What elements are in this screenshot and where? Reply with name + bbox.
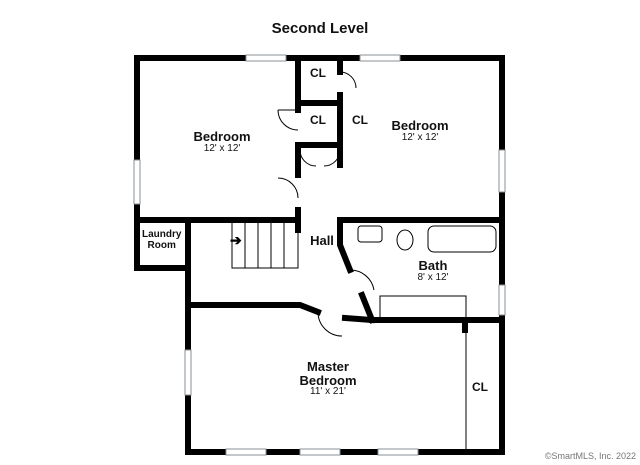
door-swing-left-closet	[277, 109, 299, 131]
room-label-bath: Bath 8' x 12'	[403, 259, 463, 283]
closet-label-bedroom: CL	[352, 113, 368, 127]
wall-bath-diag	[358, 291, 376, 324]
laundry-line1: Laundry	[142, 229, 182, 240]
room-dims: 8' x 12'	[417, 271, 449, 283]
window	[133, 159, 141, 205]
room-label-laundry: Laundry Room	[142, 229, 181, 251]
sink	[357, 225, 383, 243]
room-dims: 11' x 21'	[310, 386, 346, 398]
plan-title: Second Level	[271, 20, 369, 37]
window	[498, 284, 506, 316]
window	[498, 149, 506, 193]
room-dims: 12' x 12'	[203, 142, 241, 154]
room-name: Bath	[418, 258, 448, 273]
room-label-bedroom-right: Bedroom 12' x 12'	[370, 119, 470, 143]
door-swing-master	[317, 311, 343, 337]
closet-label-master: CL	[472, 380, 488, 394]
door-swing-top-closet	[339, 71, 357, 89]
room-name-line2: Bedroom	[299, 372, 357, 388]
room-name: Bedroom	[391, 118, 449, 133]
room-label-bedroom-left: Bedroom 12' x 12'	[172, 130, 272, 154]
outer-wall	[134, 55, 505, 455]
copyright: ©SmartMLS, Inc. 2022	[544, 451, 636, 461]
closet-label-mid: CL	[310, 113, 326, 127]
door-swing-bath	[349, 269, 375, 291]
window	[245, 54, 287, 62]
wall-master-top	[185, 302, 322, 316]
door-swing-hall-1	[299, 149, 317, 167]
toilet	[396, 229, 414, 251]
stairs	[231, 221, 299, 269]
wall-hall-right	[337, 217, 354, 274]
window	[225, 448, 267, 456]
wall-master-top-2	[341, 314, 376, 324]
door-swing-hall-2	[323, 149, 341, 167]
window	[184, 349, 192, 396]
room-name: Hall	[310, 233, 334, 248]
vanity	[379, 295, 467, 319]
window	[299, 448, 341, 456]
window	[359, 54, 401, 62]
room-dims: 12' x 12'	[401, 131, 439, 143]
room-name-line1: Master	[307, 359, 349, 374]
room-label-master: Master Bedroom 11' x 21'	[278, 360, 378, 398]
window	[377, 448, 419, 456]
room-label-hall: Hall	[302, 234, 342, 248]
closet-label-top: CL	[310, 66, 326, 80]
stair-arrow-icon: ➔	[230, 232, 242, 248]
bathtub	[427, 225, 497, 253]
room-name: Bedroom	[193, 129, 251, 144]
laundry-line2: Room	[147, 240, 176, 251]
door-swing-left-bedroom	[277, 177, 299, 199]
